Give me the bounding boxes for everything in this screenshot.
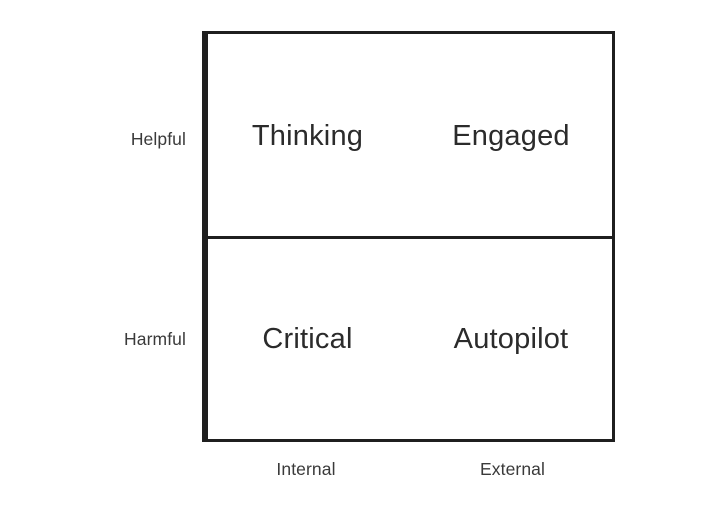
- quadrant-bottom-left: Critical: [205, 239, 410, 439]
- quadrant-top-right: Engaged: [410, 34, 612, 239]
- quadrant-top-left: Thinking: [205, 34, 410, 239]
- row-label-harmful: Harmful: [124, 329, 186, 349]
- quadrant-label-critical: Critical: [262, 322, 353, 355]
- horizontal-divider-line: [202, 236, 615, 239]
- row-label-helpful: Helpful: [130, 129, 186, 149]
- quadrant-bottom-right: Autopilot: [410, 239, 612, 439]
- quadrant-label-engaged: Engaged: [452, 120, 570, 152]
- quadrant-label-autopilot: Autopilot: [453, 322, 569, 355]
- quadrant-label-thinking: Thinking: [251, 120, 364, 152]
- column-label-external: External: [480, 459, 545, 479]
- column-label-internal: Internal: [276, 459, 336, 479]
